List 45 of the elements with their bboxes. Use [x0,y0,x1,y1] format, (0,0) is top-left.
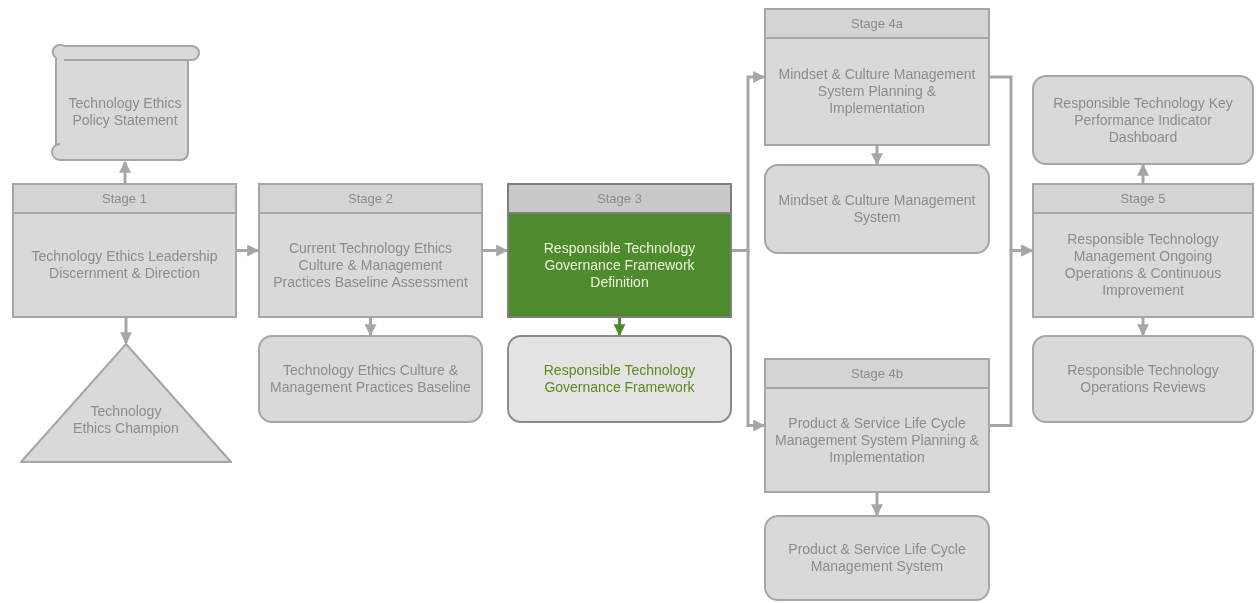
rounded-box [764,515,990,601]
node-text: Technology Ethics Leadership Discernment & Direction [30,248,219,282]
rounded-box [1032,335,1254,423]
node-text: Responsible Technology Management Ongoing Operations & Continuous Improvement [1063,231,1223,299]
arrow [871,493,883,517]
stage-heading: Stage 5 [1034,185,1252,214]
node-text: Technology Ethics Champion [72,403,180,437]
node-text: Responsible Technology Governance Framework Definition [542,239,697,291]
rounded-box [507,335,732,423]
node-text: Technology Ethics Policy Statement [67,95,183,129]
node-text: Responsible Technology Operations Reviews [1066,362,1220,396]
stage-box [764,358,990,493]
arrow [732,249,766,432]
arrow [237,244,260,257]
rounded-box [258,335,483,423]
stage-box [764,8,990,146]
triangle-shape [20,343,232,463]
stage-heading: Stage 2 [260,185,481,214]
stage-heading: Stage 4b [766,360,988,389]
arrow [871,146,883,166]
node-text: Mindset & Culture Management System [777,192,977,226]
stage-box [1032,183,1254,318]
stage-box [12,183,237,318]
stage-heading: Stage 1 [14,185,235,214]
node-text: Product & Service Life Cycle Management System Planning & Implementation [774,414,980,466]
stage-heading: Stage 3 [509,185,730,214]
node-text: Technology Ethics Culture & Management Practices Baseline [269,362,472,396]
rounded-box [764,164,990,254]
arrow [613,318,626,337]
node-text: Mindset & Culture Management System Planning & Implementation [777,66,977,117]
node-text: Current Technology Ethics Culture & Management Practices Baseline Assessment [272,239,469,291]
scroll-shape [50,44,200,162]
rounded-box [1032,75,1254,165]
stage-heading: Stage 4a [766,10,988,39]
arrow [1137,163,1149,183]
node-text: Responsible Technology Governance Framework [542,362,697,396]
arrow [120,318,132,345]
arrow [1137,318,1149,337]
node-text: Product & Service Life Cycle Management System [787,541,967,575]
arrow [364,318,377,337]
stage-box [258,183,483,318]
stage-box [507,183,732,318]
arrow [119,160,131,183]
node-text: Responsible Technology Key Performance Indicator Dashboard [1052,94,1234,146]
arrow [483,244,509,257]
